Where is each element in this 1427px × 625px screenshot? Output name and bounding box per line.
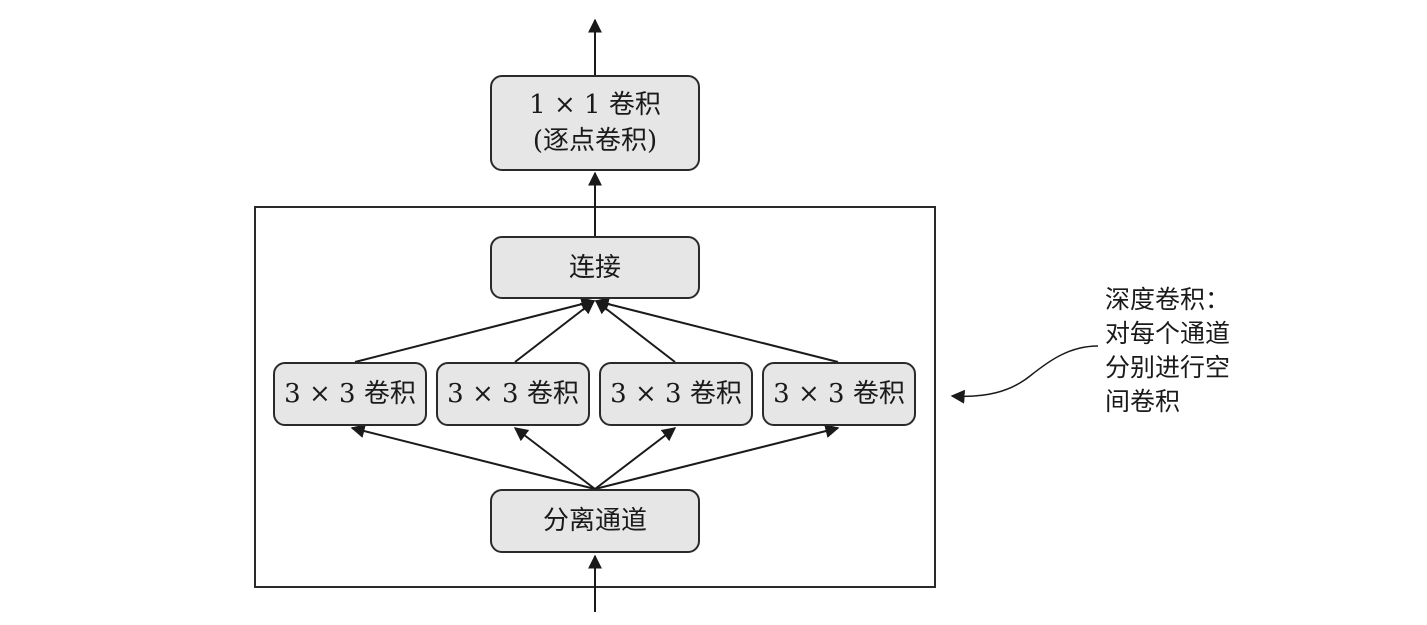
pointwise-conv-sublabel: (逐点卷积) [532,126,658,156]
conv-3x3-node: 3 × 3 卷积 [599,362,753,426]
conv-3x3-label: 3 × 3 卷积 [447,379,579,409]
arrow-conv-2-to-concat [514,300,596,363]
pointwise-conv-node: 1 × 1 卷积 (逐点卷积) [490,75,700,171]
concat-node: 连接 [490,236,700,299]
arrow-split-to-conv-4 [594,424,840,490]
conv-3x3-node: 3 × 3 卷积 [436,362,590,426]
annotation-line: 对每个通道 [1105,319,1231,348]
concat-label: 连接 [568,252,621,283]
depthwise-annotation: 深度卷积： 对每个通道 分别进行空 间卷积 [1105,283,1285,419]
annotation-line: 间卷积 [1105,387,1181,416]
arrow-split-to-conv-3 [594,427,677,490]
annotation-pointer [950,345,1099,404]
pointwise-conv-label: 1 × 1 卷积 [529,90,661,120]
conv-3x3-label: 3 × 3 卷积 [284,379,416,409]
arrow-split-to-conv-1 [350,424,596,490]
conv-3x3-node: 3 × 3 卷积 [273,362,427,426]
conv-3x3-node: 3 × 3 卷积 [762,362,916,426]
split-channels-node: 分离通道 [490,489,700,553]
arrow-split-to-conv-2 [513,427,596,490]
annotation-line: 分别进行空 [1105,353,1231,382]
conv-3x3-label: 3 × 3 卷积 [610,379,742,409]
conv-3x3-label: 3 × 3 卷积 [773,379,905,409]
arrow-conv-1-to-concat [354,297,596,363]
arrow-conv-4-to-concat [594,297,839,363]
split-channels-label: 分离通道 [542,506,647,536]
annotation-line: 深度卷积： [1105,285,1231,314]
arrow-conv-3-to-concat [594,300,676,363]
